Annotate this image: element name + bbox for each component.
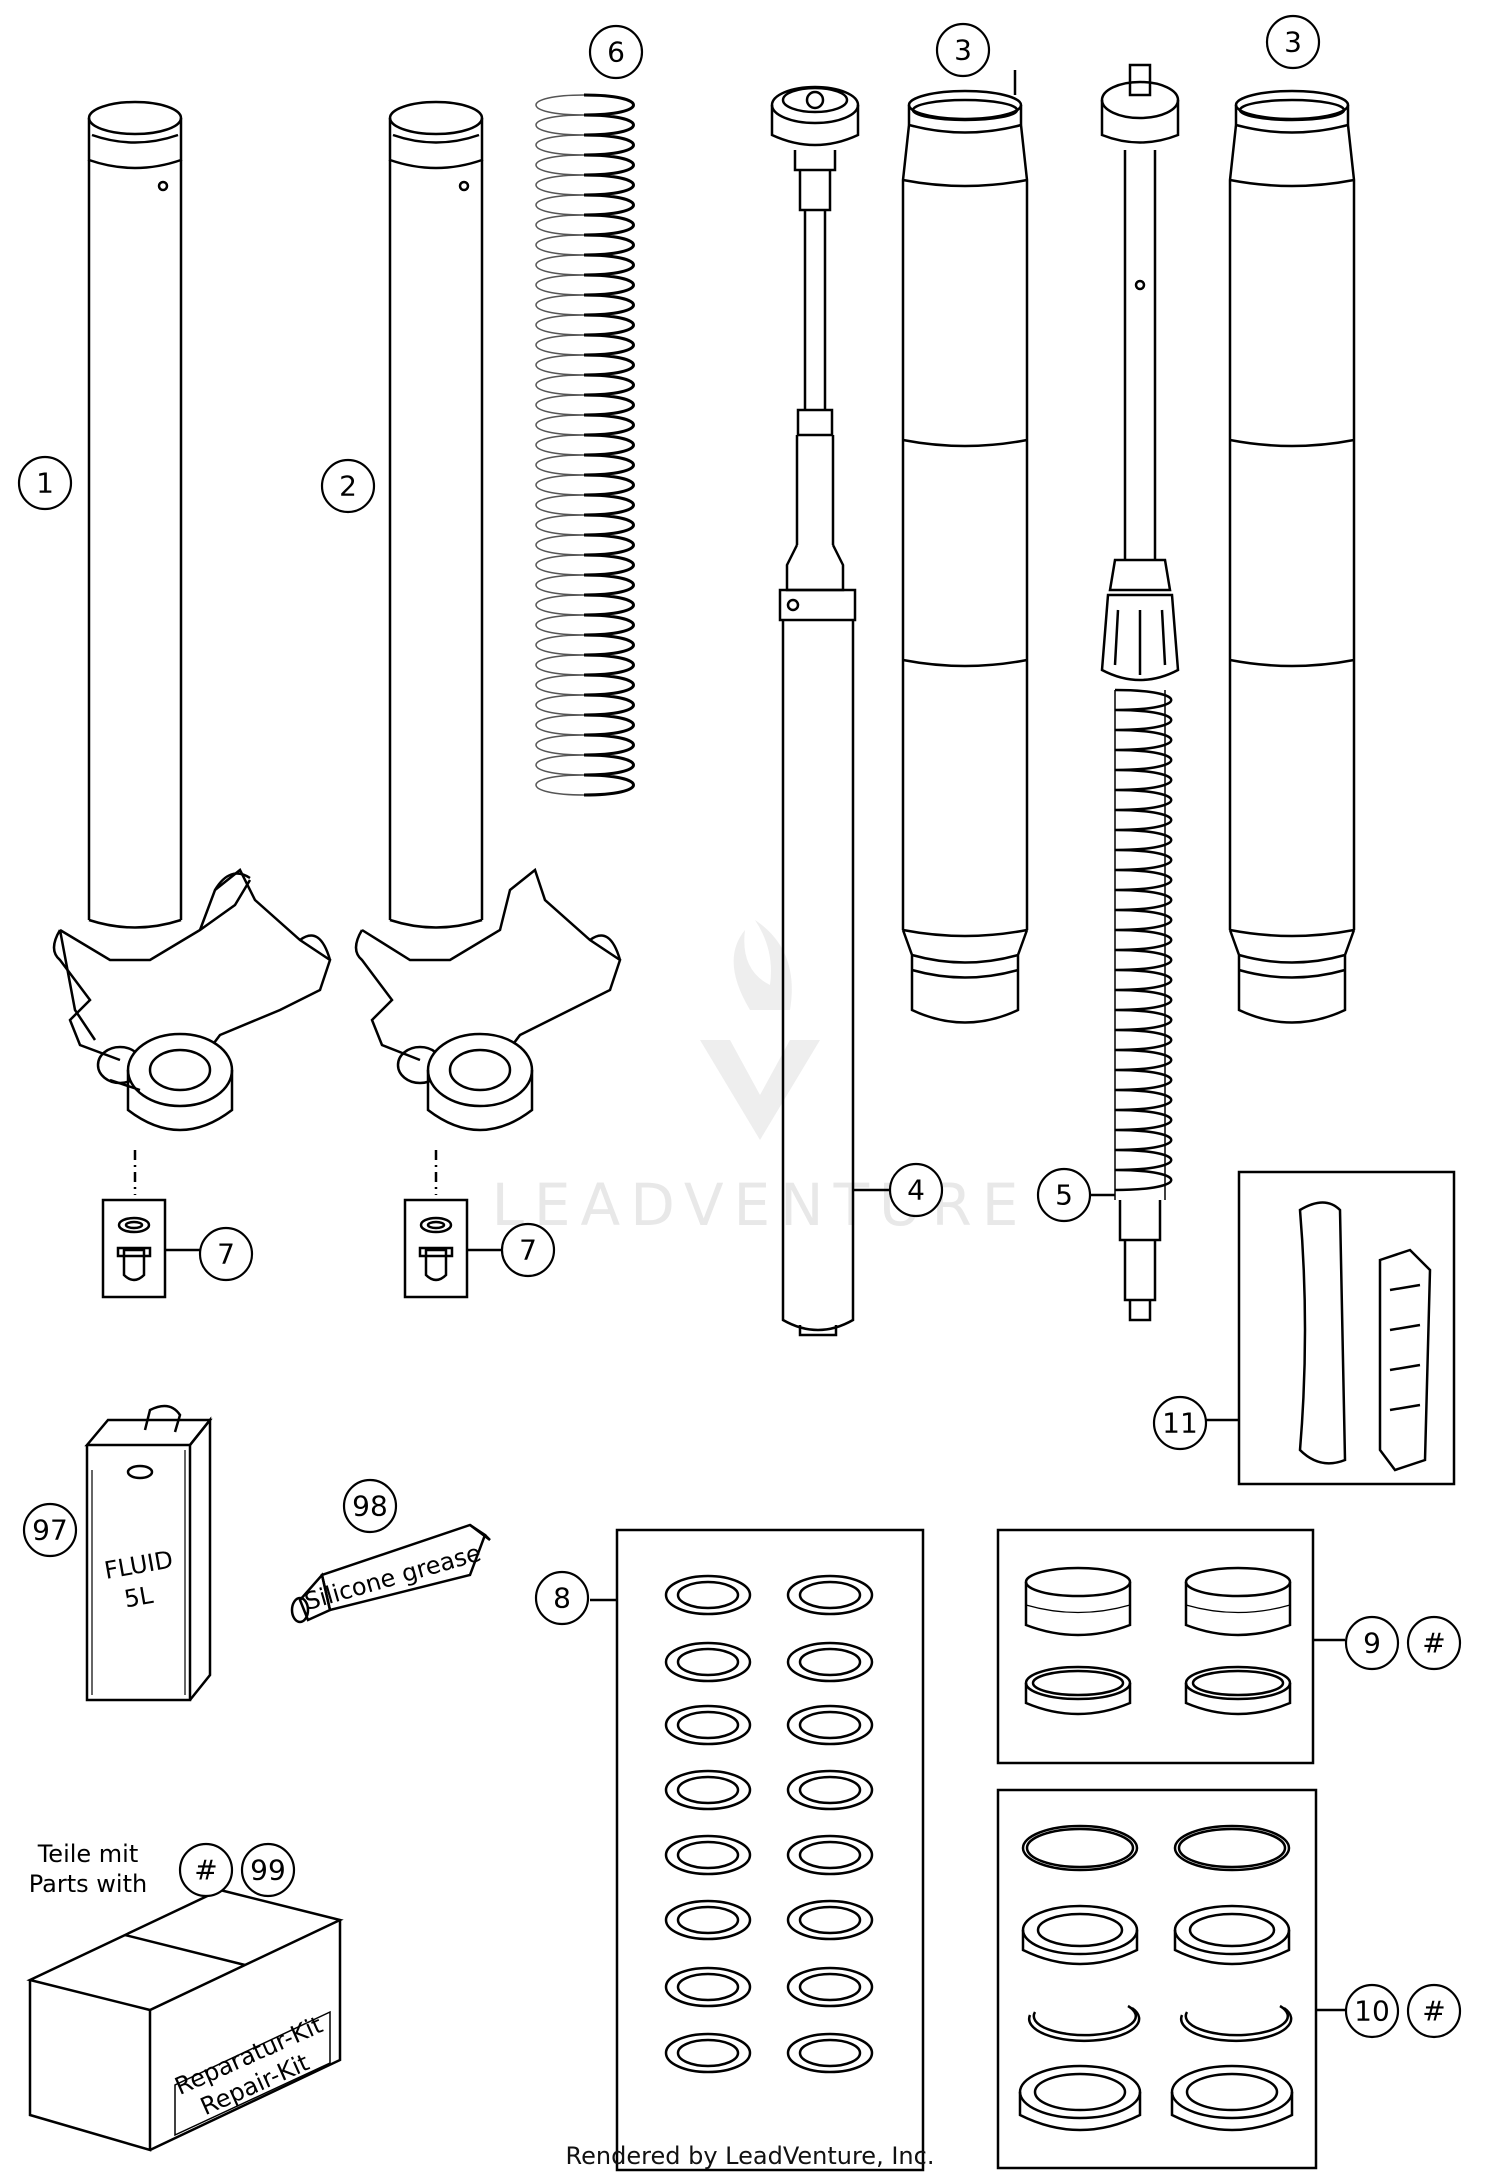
- svg-text:99: 99: [250, 1854, 286, 1887]
- callout-1[interactable]: 1: [17, 455, 73, 511]
- decal-kit[interactable]: [1206, 1170, 1456, 1486]
- callout-9[interactable]: 9: [1344, 1615, 1400, 1671]
- kit-note-line1: Teile mit: [37, 1840, 139, 1868]
- callout-11[interactable]: 11: [1152, 1395, 1208, 1451]
- inner-fork-tube-left[interactable]: [901, 89, 1029, 1024]
- seal-kit[interactable]: [996, 1788, 1345, 2170]
- svg-text:97: 97: [32, 1514, 68, 1547]
- callout-5[interactable]: 5: [1036, 1167, 1092, 1223]
- svg-text:3: 3: [1284, 26, 1302, 59]
- outer-fork-tube-left[interactable]: [52, 100, 332, 1132]
- screw-kit-right[interactable]: [403, 1198, 502, 1299]
- callout-8[interactable]: 8: [534, 1570, 590, 1626]
- callout-4[interactable]: 4: [888, 1162, 944, 1218]
- svg-text:6: 6: [607, 36, 625, 69]
- callout-99[interactable]: 99: [240, 1842, 296, 1898]
- svg-text:11: 11: [1162, 1407, 1198, 1440]
- callout-10[interactable]: 10: [1344, 1983, 1400, 2039]
- svg-text:#: #: [194, 1854, 217, 1887]
- callout-hash-9[interactable]: #: [1406, 1615, 1462, 1671]
- callout-7-left[interactable]: 7: [198, 1226, 254, 1282]
- inner-fork-tube-right[interactable]: [1228, 89, 1356, 1024]
- watermark-text: LEADVENTURE: [492, 1171, 1029, 1239]
- footer-credit: Rendered by LeadVenture, Inc.: [565, 2142, 935, 2170]
- callout-2[interactable]: 2: [320, 458, 376, 514]
- svg-text:10: 10: [1354, 1995, 1390, 2028]
- svg-text:2: 2: [339, 470, 357, 503]
- svg-text:5: 5: [1055, 1179, 1073, 1212]
- watermark: LEADVENTURE: [492, 920, 1029, 1239]
- svg-text:4: 4: [907, 1174, 925, 1207]
- damper-cartridge[interactable]: [770, 85, 890, 1337]
- outer-fork-tube-right[interactable]: [354, 100, 622, 1132]
- svg-text:8: 8: [553, 1582, 571, 1615]
- callout-hash-kit[interactable]: #: [178, 1842, 234, 1898]
- callout-97[interactable]: 97: [22, 1502, 78, 1558]
- fork-spring[interactable]: [535, 93, 635, 797]
- svg-text:#: #: [1422, 1627, 1445, 1660]
- callout-3-right[interactable]: 3: [1265, 14, 1321, 70]
- can-label-line1: FLUID: [102, 1545, 175, 1585]
- svg-text:1: 1: [36, 467, 54, 500]
- callout-3-left[interactable]: 3: [935, 22, 991, 78]
- callout-7-right[interactable]: 7: [500, 1222, 556, 1278]
- svg-text:3: 3: [954, 34, 972, 67]
- bushing-kit[interactable]: [590, 1528, 925, 2172]
- kit-note-line2: Parts with: [29, 1870, 147, 1898]
- can-label-line2: 5L: [122, 1581, 156, 1614]
- silicone-grease-tube[interactable]: Silicone grease: [290, 1523, 491, 1624]
- callout-hash-10[interactable]: #: [1406, 1983, 1462, 2039]
- callout-98[interactable]: 98: [342, 1478, 398, 1534]
- svg-text:9: 9: [1363, 1627, 1381, 1660]
- glide-bushing-kit[interactable]: [996, 1528, 1345, 1765]
- callout-6[interactable]: 6: [588, 24, 644, 80]
- svg-text:#: #: [1422, 1995, 1445, 2028]
- screw-kit-left[interactable]: [101, 1198, 200, 1299]
- svg-text:98: 98: [352, 1490, 388, 1523]
- svg-text:7: 7: [217, 1238, 235, 1271]
- spring-damper-assembly[interactable]: [1085, 63, 1180, 1322]
- fork-fluid-can[interactable]: FLUID 5L: [84, 1404, 213, 1702]
- svg-text:7: 7: [519, 1234, 537, 1267]
- repair-kit-box[interactable]: Reparatur-Kit Repair-Kit: [26, 1888, 344, 2152]
